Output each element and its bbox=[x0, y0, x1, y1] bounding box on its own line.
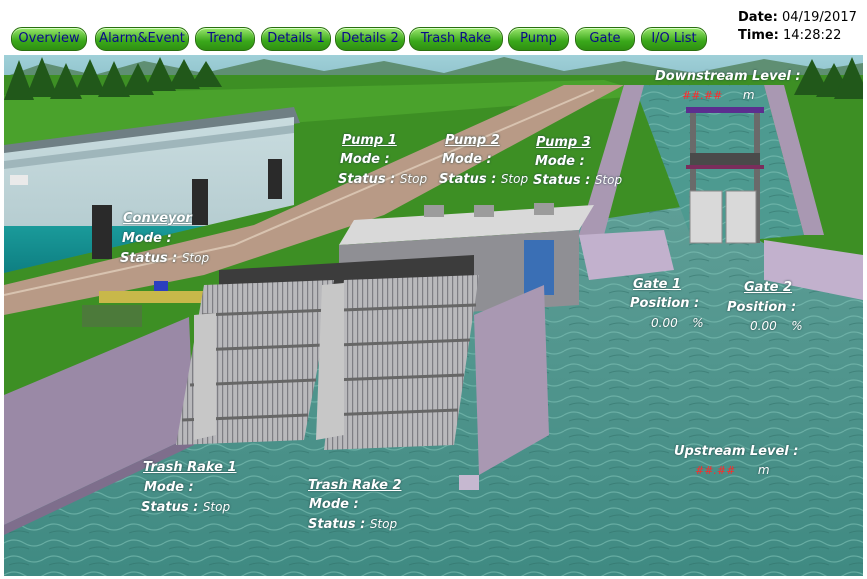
downstream-level-readout: ##.## m bbox=[682, 88, 755, 103]
pump1-title[interactable]: Pump 1 bbox=[342, 133, 397, 148]
pump1-status-label: Status : bbox=[338, 172, 396, 187]
downstream-level-title: Downstream Level : bbox=[655, 69, 801, 84]
gate2-position-unit: % bbox=[791, 319, 803, 333]
nav-button-trend[interactable]: Trend bbox=[195, 27, 255, 51]
nav-button-io-list[interactable]: I/O List bbox=[641, 27, 707, 51]
gate1-position-readout: 0.00 % bbox=[651, 316, 704, 331]
conveyor-mode-label: Mode : bbox=[122, 231, 172, 246]
gate1-position-label: Position : bbox=[630, 296, 700, 311]
gate1-position-value: 0.00 bbox=[651, 316, 678, 330]
date-label: Date: bbox=[738, 10, 778, 25]
gate2-position-value: 0.00 bbox=[750, 319, 777, 333]
upstream-level-title: Upstream Level : bbox=[674, 444, 799, 459]
trash-rake2-status-row: Status : Stop bbox=[308, 517, 397, 532]
nav-button-details-1[interactable]: Details 1 bbox=[261, 27, 331, 51]
pump3-status-row: Status : Stop bbox=[533, 173, 622, 188]
upstream-level-value: ##.## bbox=[695, 464, 736, 477]
trash-rake1-status-value: Stop bbox=[202, 500, 231, 514]
date-time-readout: Date: 04/19/2017 Time: 14:28:22 bbox=[738, 10, 857, 46]
scene-illustration bbox=[4, 55, 863, 576]
nav-button-alarm-event[interactable]: Alarm&Event bbox=[95, 27, 189, 51]
pump1-mode-label: Mode : bbox=[340, 152, 390, 167]
nav-button-pump[interactable]: Pump bbox=[508, 27, 569, 51]
pump1-status-row: Status : Stop bbox=[338, 172, 427, 187]
pump2-status-row: Status : Stop bbox=[439, 172, 528, 187]
time-label: Time: bbox=[738, 28, 779, 43]
upstream-level-unit: m bbox=[757, 463, 770, 477]
pump3-status-value: Stop bbox=[594, 173, 623, 187]
trash-rake2-mode-label: Mode : bbox=[309, 497, 359, 512]
gate2-position-readout: 0.00 % bbox=[750, 319, 803, 334]
trash-rake1-mode-label: Mode : bbox=[144, 480, 194, 495]
pump1-status-value: Stop bbox=[399, 172, 428, 186]
date-value: 04/19/2017 bbox=[781, 10, 857, 25]
trash-rake2-status-label: Status : bbox=[308, 517, 366, 532]
conveyor-status-label: Status : bbox=[120, 251, 178, 266]
nav-button-trash-rake[interactable]: Trash Rake bbox=[409, 27, 503, 51]
downstream-level-unit: m bbox=[742, 88, 755, 102]
top-nav-bar: Overview Alarm&Event Trend Details 1 Det… bbox=[0, 0, 867, 56]
nav-button-gate[interactable]: Gate bbox=[575, 27, 635, 51]
trash-rake1-title[interactable]: Trash Rake 1 bbox=[143, 460, 237, 475]
nav-button-details-2[interactable]: Details 2 bbox=[335, 27, 405, 51]
pump3-status-label: Status : bbox=[533, 173, 591, 188]
gate1-title[interactable]: Gate 1 bbox=[633, 277, 682, 292]
pump2-status-value: Stop bbox=[500, 172, 529, 186]
downstream-level-value: ##.## bbox=[682, 89, 723, 102]
gate1-position-unit: % bbox=[692, 316, 704, 330]
trash-rake2-status-value: Stop bbox=[369, 517, 398, 531]
trash-rake2-title[interactable]: Trash Rake 2 bbox=[308, 478, 402, 493]
pump3-title[interactable]: Pump 3 bbox=[536, 135, 591, 150]
pump-station-scene: Conveyor Mode : Status : Stop Pump 1 Mod… bbox=[4, 55, 863, 576]
pump3-mode-label: Mode : bbox=[535, 154, 585, 169]
gate2-position-label: Position : bbox=[727, 300, 797, 315]
pump2-mode-label: Mode : bbox=[442, 152, 492, 167]
pump2-status-label: Status : bbox=[439, 172, 497, 187]
conveyor-status-row: Status : Stop bbox=[120, 251, 209, 266]
trash-rake1-status-label: Status : bbox=[141, 500, 199, 515]
pump2-title[interactable]: Pump 2 bbox=[445, 133, 500, 148]
conveyor-title[interactable]: Conveyor bbox=[123, 211, 192, 226]
nav-button-overview[interactable]: Overview bbox=[11, 27, 87, 51]
conveyor-status-value: Stop bbox=[181, 251, 210, 265]
time-value: 14:28:22 bbox=[783, 28, 842, 43]
trash-rake1-status-row: Status : Stop bbox=[141, 500, 230, 515]
upstream-level-readout: ##.## m bbox=[695, 463, 770, 478]
gate2-title[interactable]: Gate 2 bbox=[744, 280, 793, 295]
